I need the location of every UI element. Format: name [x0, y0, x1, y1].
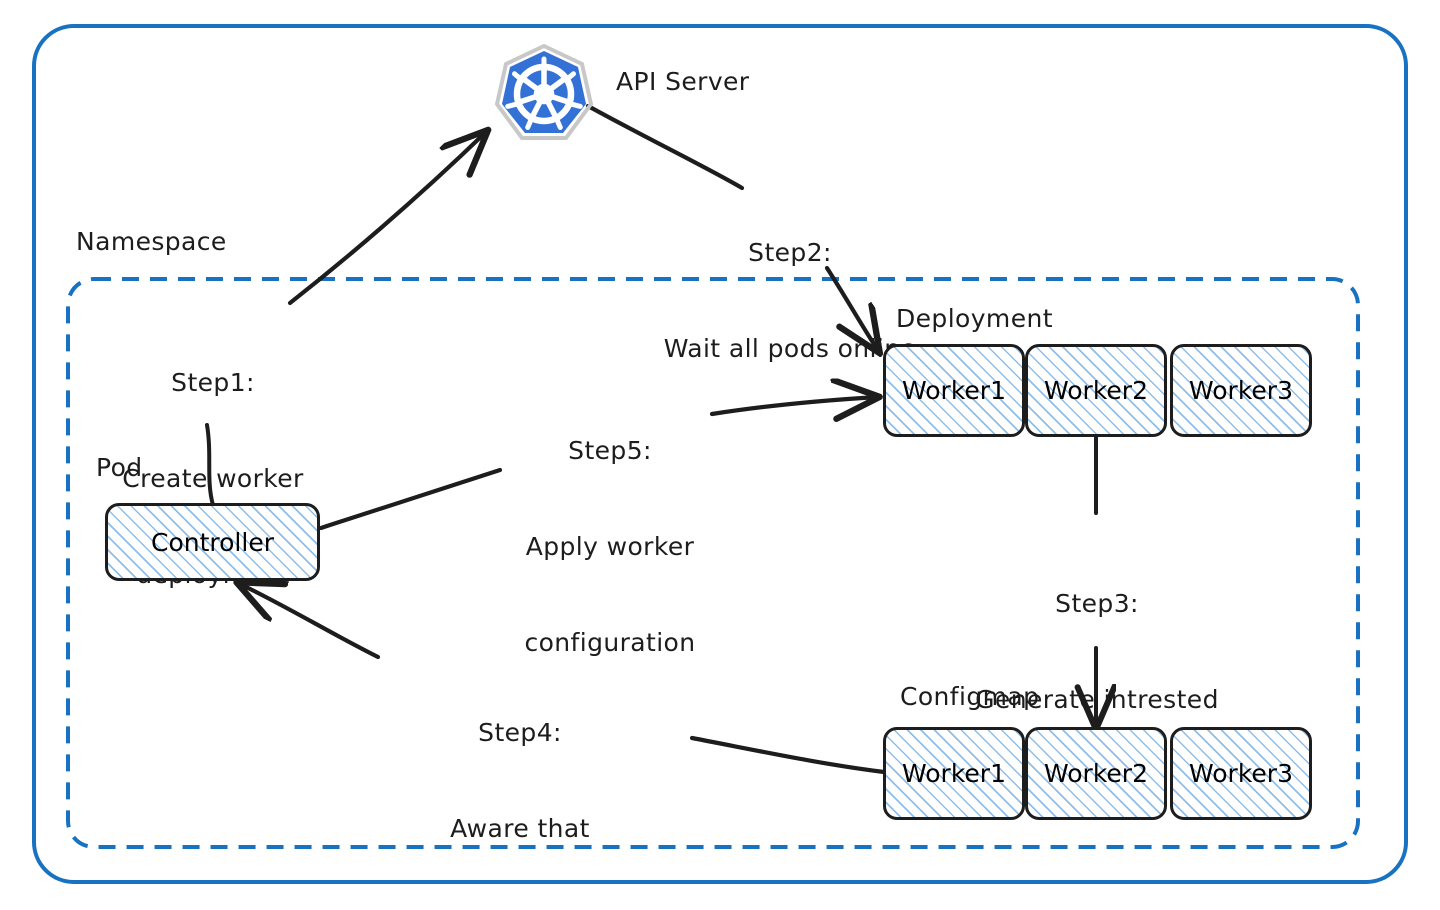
- configmap-worker-1[interactable]: Worker1: [883, 727, 1025, 820]
- controller-box-label: Controller: [151, 527, 274, 557]
- step5-line2: configuration: [524, 628, 696, 657]
- step3-title: Step3:: [1055, 589, 1139, 618]
- configmap-worker-2-label: Worker2: [1044, 759, 1148, 788]
- api-server-label: API Server: [616, 67, 750, 96]
- deployment-worker-3[interactable]: Worker3: [1170, 344, 1312, 437]
- connector-step1-label-to-controller: [205, 423, 215, 507]
- deployment-label: Deployment: [896, 304, 1053, 333]
- arrow-step1-to-api-server: [287, 131, 487, 306]
- step3-label: Step3: Generate intrested event: [932, 524, 1262, 876]
- step5-line1: Apply worker: [525, 532, 695, 561]
- step5-label: Step5: Apply worker configuration: [500, 371, 720, 723]
- configmap-worker-3[interactable]: Worker3: [1170, 727, 1312, 820]
- arrow-step2-to-deployment: [585, 103, 745, 191]
- step3-line1: Generate intrested: [975, 685, 1219, 714]
- deployment-worker-2[interactable]: Worker2: [1025, 344, 1167, 437]
- step2-title: Step2:: [748, 238, 832, 267]
- arrow-step4-segment-left: [238, 583, 381, 660]
- step4-label: Step4: Aware that workers are ready: [370, 653, 670, 910]
- deployment-worker-1[interactable]: Worker1: [883, 344, 1025, 437]
- deployment-worker-3-label: Worker3: [1189, 376, 1293, 405]
- namespace-label: Namespace: [76, 227, 227, 256]
- arrow-step5-segment-right: [709, 397, 878, 414]
- cluster-outer-border: [32, 24, 1408, 884]
- arrow-step5-segment-left: [318, 467, 503, 531]
- configmap-worker-2[interactable]: Worker2: [1025, 727, 1167, 820]
- step1-title: Step1:: [171, 368, 255, 397]
- deployment-worker-2-label: Worker2: [1044, 376, 1148, 405]
- deployment-worker-1-label: Worker1: [902, 376, 1006, 405]
- controller-box[interactable]: Controller: [105, 503, 320, 581]
- step4-line1: Aware that: [450, 814, 590, 843]
- configmap-worker-3-label: Worker3: [1189, 759, 1293, 788]
- step4-title: Step4:: [478, 718, 562, 747]
- namespace-border: [66, 277, 1360, 849]
- configmap-label: Configmap: [900, 682, 1040, 711]
- step1-line1: Create worker: [122, 464, 304, 493]
- arrow-step2-segment-lower: [824, 265, 879, 352]
- kubernetes-logo-icon: [494, 44, 594, 140]
- arrow-step4-segment-right: [689, 735, 887, 775]
- step5-title: Step5:: [568, 436, 652, 465]
- configmap-worker-1-label: Worker1: [902, 759, 1006, 788]
- pod-label: Pod: [96, 453, 143, 482]
- step1-label: Step1: Create worker deployment: [88, 303, 338, 655]
